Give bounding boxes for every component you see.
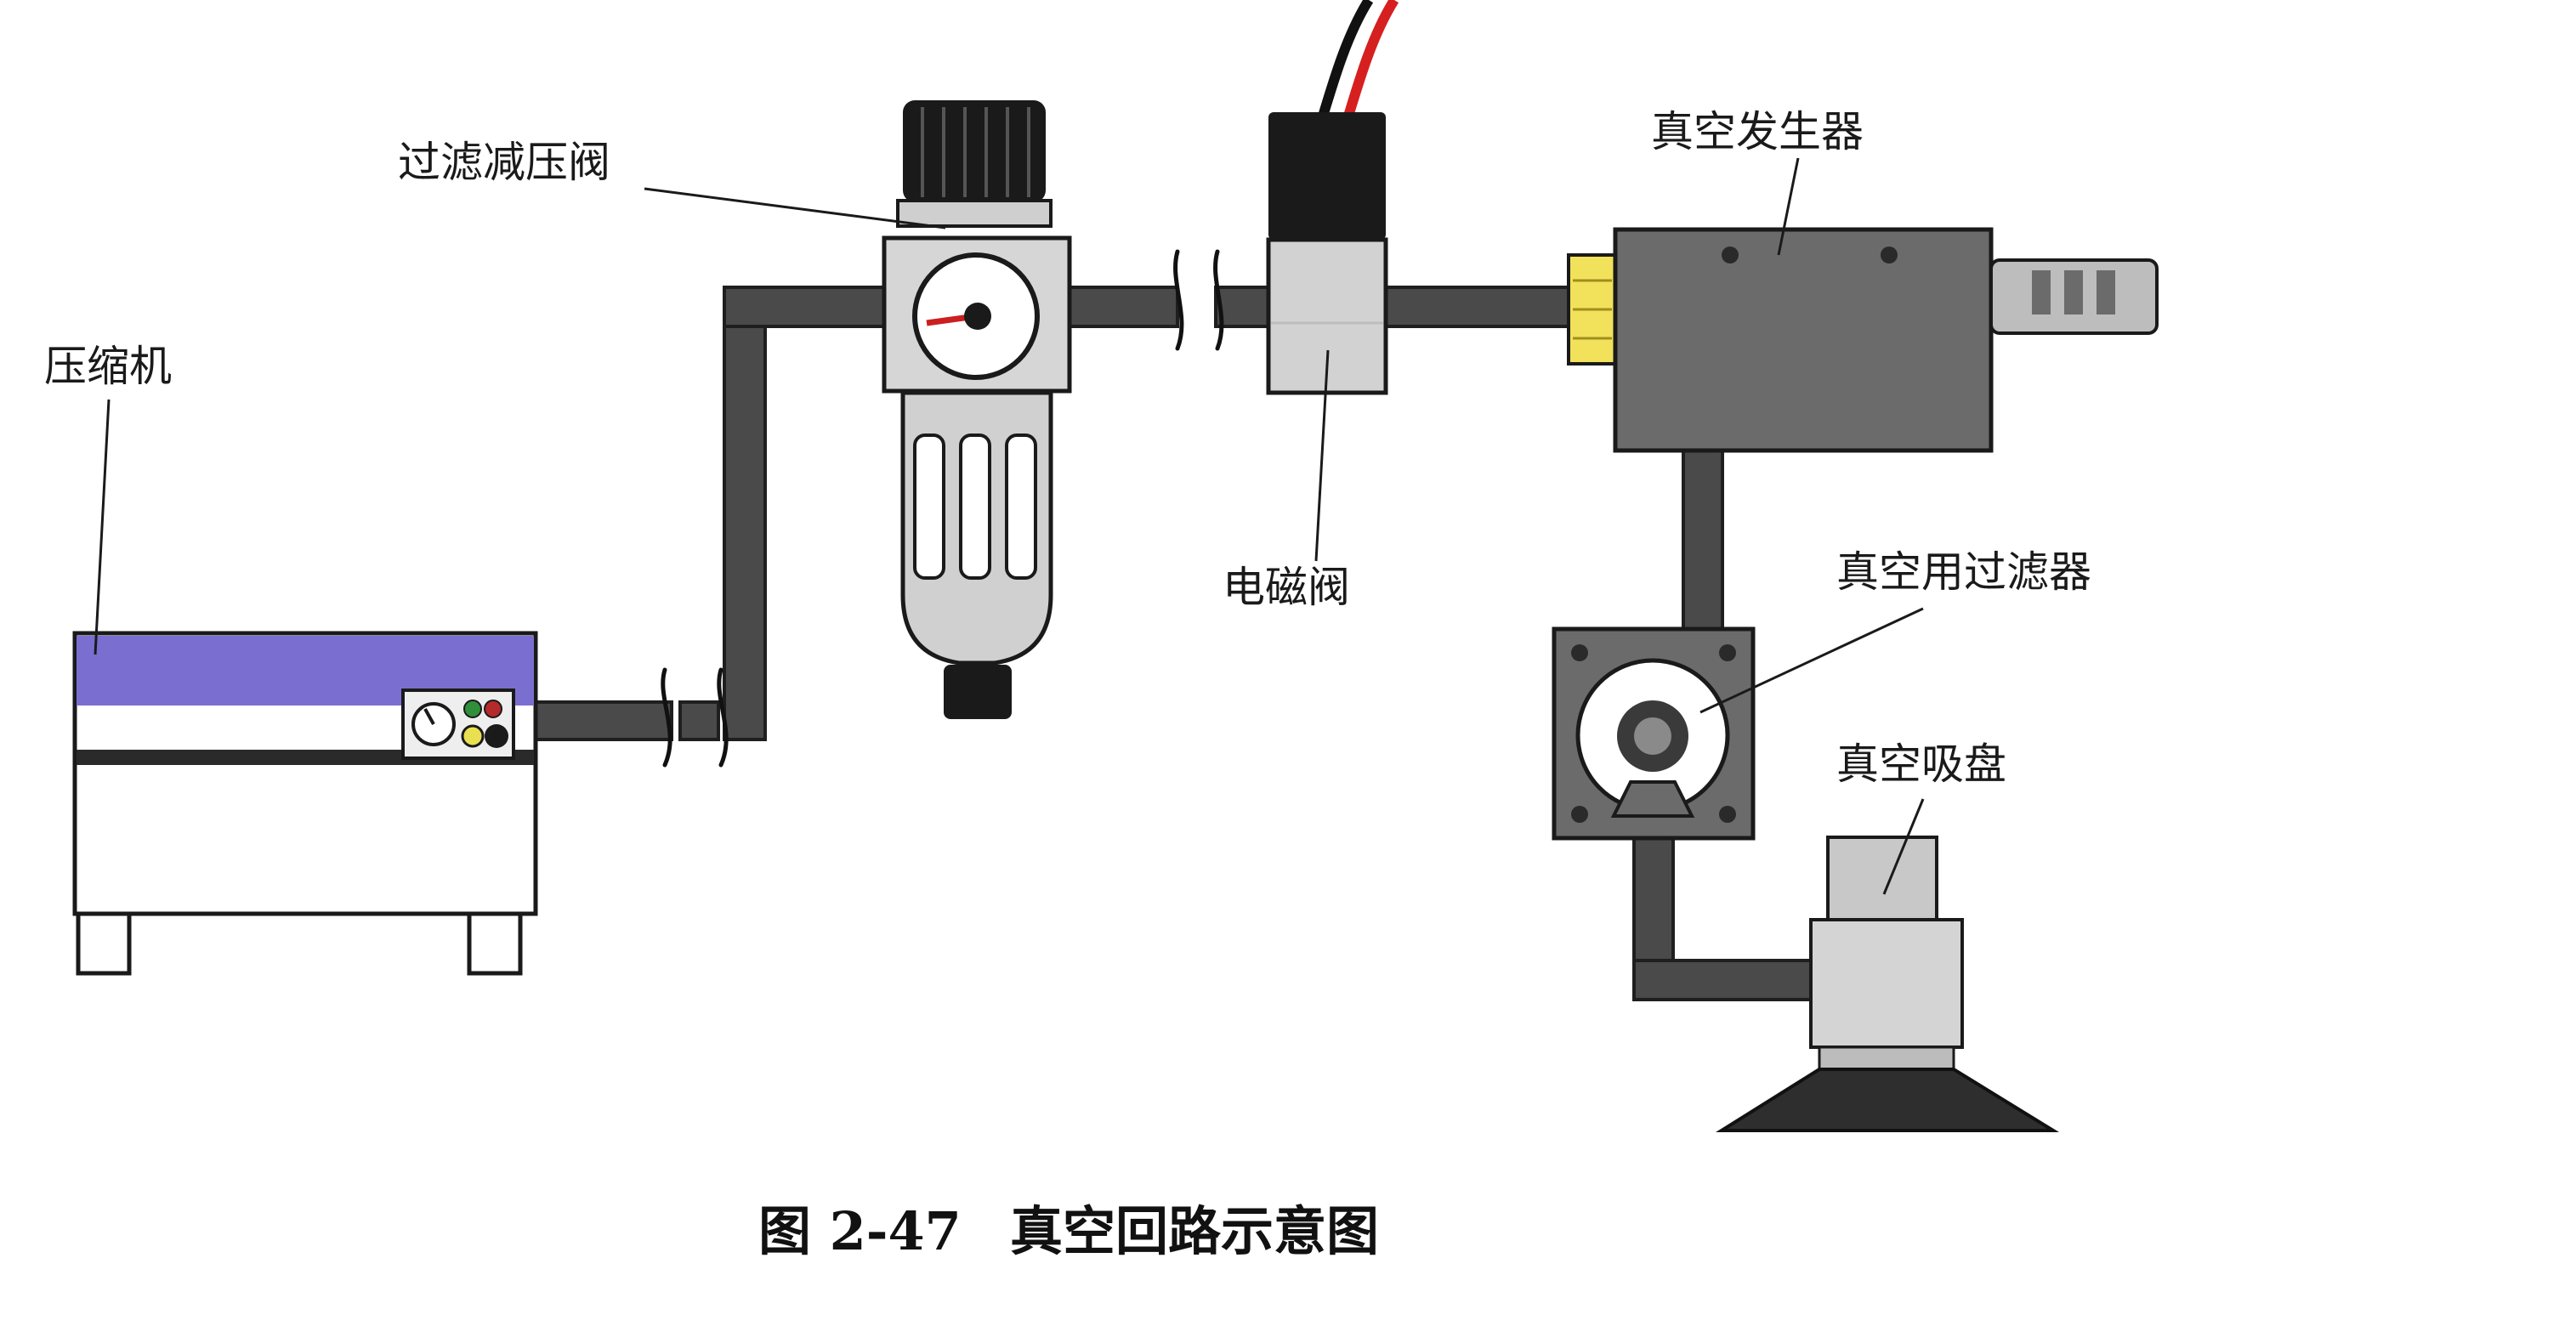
regulator-gauge-hub bbox=[964, 303, 991, 330]
generator-silencer-fins bbox=[2032, 270, 2115, 314]
compressor-indicator-red bbox=[484, 700, 502, 718]
air-line bbox=[534, 286, 1819, 1001]
figure-caption: 图 2-47 真空回路示意图 bbox=[758, 1200, 1379, 1262]
generator-mount-hole-left bbox=[1722, 246, 1739, 264]
caption-number: 图 2-47 bbox=[758, 1200, 962, 1262]
leader-lines bbox=[94, 157, 1925, 895]
solenoid-wire-black bbox=[1317, 0, 1374, 121]
regulator-bowl-slots bbox=[913, 434, 1037, 580]
leader-filter-regulator bbox=[644, 187, 946, 230]
vacuum-filter-bolt-tr bbox=[1719, 644, 1736, 661]
suction-cup-stem bbox=[1826, 836, 1938, 924]
break-mark-left-a bbox=[661, 667, 672, 768]
vacuum-filter-port-inner bbox=[1634, 717, 1671, 755]
pipe-riser bbox=[723, 286, 767, 741]
break-mark-top-a bbox=[1173, 249, 1184, 351]
suction-cup-collar bbox=[1818, 1046, 1955, 1071]
filter-regulator bbox=[882, 100, 1072, 719]
break-mark-top-b bbox=[1213, 249, 1224, 351]
caption-title: 真空回路示意图 bbox=[1010, 1200, 1379, 1262]
pipe-generator-to-filter bbox=[1682, 440, 1724, 631]
vacuum-filter bbox=[1552, 626, 1756, 841]
regulator-knob-ridges bbox=[921, 107, 1030, 197]
compressor bbox=[72, 631, 538, 976]
label-vacuum-generator: 真空发生器 bbox=[1651, 107, 1864, 156]
compressor-knob-right bbox=[485, 724, 508, 748]
compressor-foot-right bbox=[467, 911, 523, 976]
solenoid-coil bbox=[1268, 112, 1386, 240]
solenoid-wire-red bbox=[1342, 0, 1399, 121]
suction-cup-pad bbox=[1716, 1068, 2060, 1132]
regulator-neck bbox=[896, 199, 1053, 228]
pipe-break-marks bbox=[661, 249, 1224, 768]
generator-fitting-threads bbox=[1573, 279, 1612, 340]
pipe-solenoid-to-generator bbox=[1384, 286, 1570, 328]
compressor-indicator-green bbox=[463, 700, 482, 718]
label-filter-regulator: 过滤减压阀 bbox=[398, 138, 610, 187]
generator-mount-hole-right bbox=[1881, 246, 1898, 264]
pipe-compressor-outlet bbox=[534, 700, 673, 741]
vacuum-filter-bolt-bl bbox=[1571, 806, 1588, 823]
pipe-regulator-to-break bbox=[1065, 286, 1179, 328]
label-suction-cup: 真空吸盘 bbox=[1836, 740, 2006, 789]
pipe-top-to-regulator bbox=[723, 286, 889, 328]
vacuum-filter-outlet-wedge bbox=[1610, 780, 1695, 818]
regulator-drain bbox=[944, 665, 1012, 719]
leader-vacuum-generator bbox=[1777, 157, 1800, 256]
break-mark-left-b bbox=[717, 667, 729, 768]
compressor-gauge-needle bbox=[423, 708, 435, 725]
label-solenoid-valve: 电磁阀 bbox=[1223, 563, 1350, 612]
pipe-filter-to-cup bbox=[1632, 959, 1819, 1001]
vacuum-filter-bolt-tl bbox=[1571, 644, 1588, 661]
compressor-foot-left bbox=[76, 911, 132, 976]
compressor-knob-left bbox=[461, 724, 485, 748]
solenoid-valve bbox=[1266, 0, 1399, 395]
label-vacuum-filter: 真空用过滤器 bbox=[1836, 547, 2091, 597]
generator-body bbox=[1613, 227, 1994, 453]
suction-cup-body bbox=[1809, 918, 1964, 1049]
leader-suction-cup bbox=[1882, 798, 1925, 895]
leader-vacuum-filter bbox=[1699, 607, 1924, 714]
pipe-break-segment bbox=[678, 700, 720, 741]
vacuum-generator bbox=[1567, 227, 2159, 453]
leader-solenoid-valve bbox=[1314, 349, 1330, 562]
suction-cup bbox=[1716, 836, 2060, 1132]
regulator-knob bbox=[903, 100, 1046, 202]
label-compressor: 压缩机 bbox=[44, 342, 172, 391]
vacuum-filter-bolt-br bbox=[1719, 806, 1736, 823]
solenoid-body bbox=[1266, 237, 1388, 395]
leader-compressor bbox=[94, 399, 111, 655]
